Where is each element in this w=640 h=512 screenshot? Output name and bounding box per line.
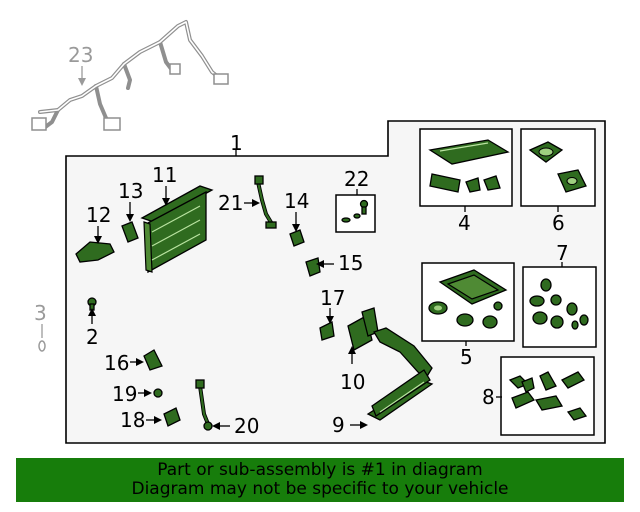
clip-part-3[interactable] xyxy=(38,340,46,352)
actuator-part-16[interactable] xyxy=(143,349,163,371)
callout-7[interactable]: 7 xyxy=(556,241,569,265)
callout-11[interactable]: 11 xyxy=(152,163,177,187)
heater-core-part-9[interactable] xyxy=(366,327,434,421)
callout-5[interactable]: 5 xyxy=(460,345,473,369)
callout-19[interactable]: 19 xyxy=(112,382,137,406)
callout-23[interactable]: 23 xyxy=(68,43,93,67)
duct-part-12[interactable] xyxy=(75,241,115,263)
evaporator-core-part-11[interactable] xyxy=(140,185,214,274)
kit-box-6 xyxy=(520,128,596,207)
callout-13[interactable]: 13 xyxy=(118,179,143,203)
callout-18[interactable]: 18 xyxy=(120,408,145,432)
wiring-harness-part[interactable] xyxy=(31,20,229,131)
callout-14[interactable]: 14 xyxy=(284,189,309,213)
callout-4[interactable]: 4 xyxy=(458,211,471,235)
parts-diagram: 23 3 1 4 6 5 xyxy=(31,20,606,444)
callout-2[interactable]: 2 xyxy=(86,325,99,349)
kit-box-7 xyxy=(522,266,597,348)
seal-kit-part-4[interactable] xyxy=(428,139,510,193)
callout-1[interactable]: 1 xyxy=(230,131,243,155)
fastener-part-22[interactable] xyxy=(341,199,369,223)
callout-9[interactable]: 9 xyxy=(332,413,345,437)
notice-line-1: Part or sub-assembly is #1 in diagram xyxy=(157,460,483,480)
notice-line-2: Diagram may not be specific to your vehi… xyxy=(131,479,509,499)
gasket-part-6[interactable] xyxy=(528,141,587,193)
connector-part-15[interactable] xyxy=(305,257,321,277)
bracket-part-13[interactable] xyxy=(121,221,139,243)
callout-17[interactable]: 17 xyxy=(320,286,345,310)
kit-box-8 xyxy=(500,356,595,436)
callout-21[interactable]: 21 xyxy=(218,191,243,215)
callout-12[interactable]: 12 xyxy=(86,203,111,227)
callout-6[interactable]: 6 xyxy=(552,211,565,235)
callout-10[interactable]: 10 xyxy=(340,370,365,394)
callout-16[interactable]: 16 xyxy=(104,351,129,375)
hardware-kit-part-8[interactable] xyxy=(508,371,588,421)
callout-22[interactable]: 22 xyxy=(344,167,369,191)
actuator-part-14[interactable] xyxy=(289,229,305,247)
callout-3[interactable]: 3 xyxy=(34,301,47,325)
o-ring-kit-part-7[interactable] xyxy=(529,278,589,330)
expansion-valve-part-10[interactable] xyxy=(347,307,379,351)
callout-15[interactable]: 15 xyxy=(338,251,363,275)
callout-20[interactable]: 20 xyxy=(234,414,259,438)
motor-part-18[interactable] xyxy=(163,407,181,427)
kit-box-4 xyxy=(419,128,513,207)
seal-kit-part-5[interactable] xyxy=(428,269,508,329)
sensor-part-21[interactable] xyxy=(254,175,277,229)
callout-8[interactable]: 8 xyxy=(482,385,495,409)
sensor-part-17[interactable] xyxy=(319,321,335,341)
notice-banner: Part or sub-assembly is #1 in diagram Di… xyxy=(16,458,624,502)
grommet-part-19[interactable] xyxy=(153,388,163,398)
